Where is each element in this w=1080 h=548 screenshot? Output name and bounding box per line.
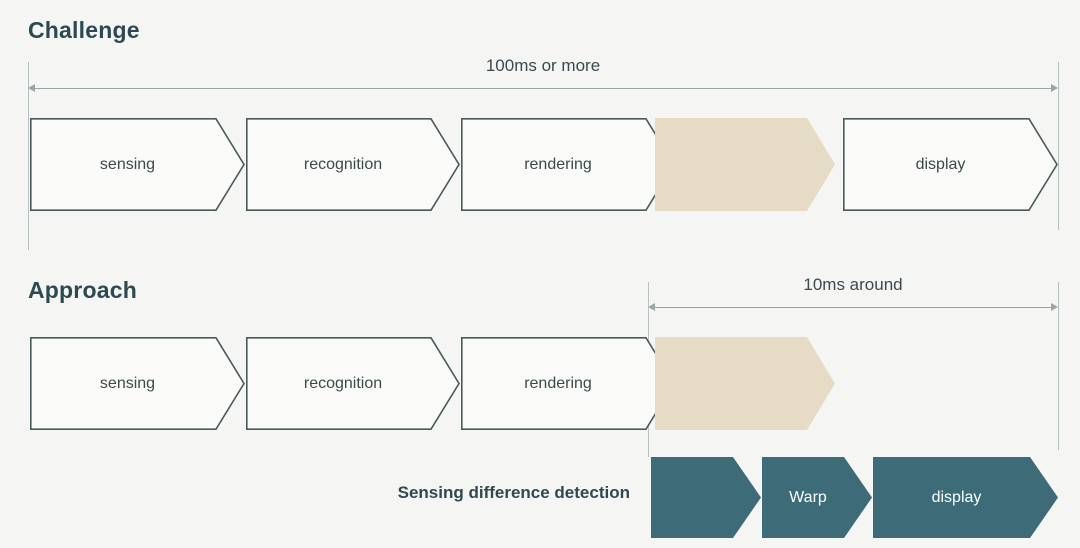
challenge-dimension-line: [31, 88, 1055, 89]
challenge-dimension-label: 100ms or more: [485, 56, 601, 75]
approach-stage-recognition: recognition: [246, 337, 460, 430]
approach-dimension-arrow-left: [648, 303, 655, 311]
approach-result-stage-display-label: display: [931, 488, 982, 506]
approach-stage-rendering: rendering: [461, 337, 675, 430]
approach-stage-sensing: sensing: [30, 337, 245, 430]
approach-dimension-arrow-right: [1051, 303, 1058, 311]
approach-stage-sensing-label: sensing: [99, 374, 156, 392]
challenge-stage-sensing: sensing: [30, 118, 245, 211]
sensing-difference-detection-label: Sensing difference detection: [397, 483, 630, 502]
approach-result-stage-1: [651, 457, 761, 538]
challenge-stage-latency-gap: [655, 118, 835, 211]
approach-rail-right: [1058, 282, 1059, 450]
challenge-stage-rendering-label: rendering: [524, 155, 592, 173]
approach-dimension-line: [651, 307, 1055, 308]
approach-stage-latency-gap: [655, 337, 835, 430]
challenge-rail-left: [28, 62, 29, 250]
challenge-stage-recognition: recognition: [246, 118, 460, 211]
challenge-stage-rendering: rendering: [461, 118, 675, 211]
approach-result-stage-warp: Warp: [762, 457, 872, 538]
section-title-approach: Approach: [28, 277, 137, 303]
challenge-stage-display: display: [843, 118, 1058, 211]
approach-stage-rendering-label: rendering: [524, 374, 592, 392]
challenge-stage-display-label: display: [915, 155, 966, 173]
challenge-stage-recognition-label: recognition: [303, 155, 383, 173]
challenge-rail-right: [1058, 62, 1059, 230]
approach-result-stage-display: display: [873, 457, 1058, 538]
challenge-dimension-arrow-right: [1051, 84, 1058, 92]
approach-dimension-label: 10ms around: [803, 275, 903, 294]
approach-result-stage-warp-label: Warp: [789, 488, 827, 506]
challenge-stage-sensing-label: sensing: [99, 155, 156, 173]
section-title-challenge: Challenge: [28, 17, 140, 43]
approach-stage-recognition-label: recognition: [303, 374, 383, 392]
challenge-dimension-arrow-left: [28, 84, 35, 92]
